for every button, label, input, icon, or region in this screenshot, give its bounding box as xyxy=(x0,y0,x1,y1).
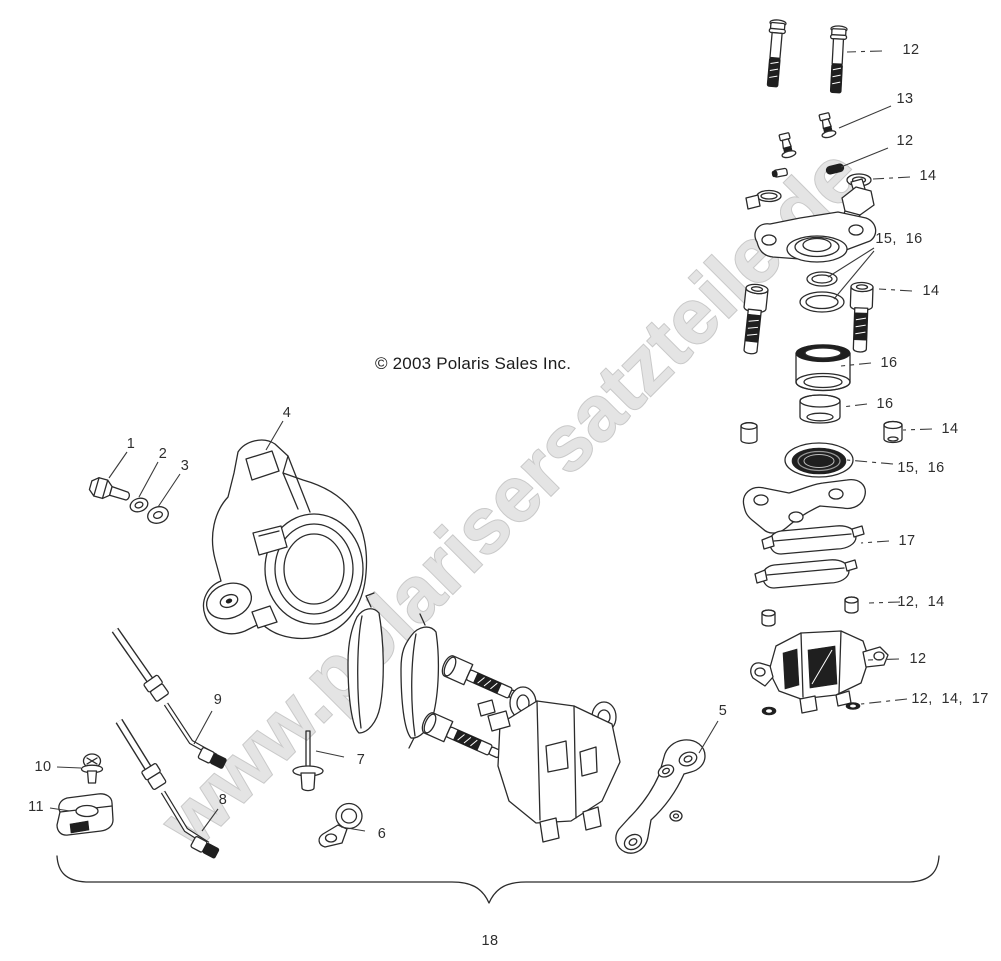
part-brake-line-9 xyxy=(111,627,227,769)
line-art-layer xyxy=(56,18,940,904)
part-clip-11 xyxy=(56,793,114,836)
part-caliper-half-12 xyxy=(750,630,889,714)
part-orings-15-16 xyxy=(799,271,845,313)
callout-leader-3 xyxy=(157,473,181,508)
part-small-seals-12-14-17 xyxy=(761,702,861,716)
callout-leader-2 xyxy=(138,461,159,498)
callout-leader-12 xyxy=(846,50,883,53)
part-cap-14 xyxy=(883,420,903,444)
group-brace-18 xyxy=(56,855,940,904)
part-piston-16 xyxy=(795,344,851,392)
callout-leader-17 xyxy=(860,540,890,544)
callout-leader-16 xyxy=(841,403,868,408)
callout-leader-12 xyxy=(867,658,900,661)
callout-leader-16 xyxy=(840,362,872,367)
callout-leader-9 xyxy=(193,710,213,745)
callout-leader-8 xyxy=(201,808,219,832)
part-brake-line-8 xyxy=(115,718,220,859)
part-caps-12-14 xyxy=(761,596,859,627)
part-pin-plug-12 xyxy=(825,163,845,175)
part-bracket-5 xyxy=(615,739,706,854)
part-bolt-1 xyxy=(88,477,130,501)
callout-leader-13 xyxy=(838,105,892,129)
part-caliper-mount-4 xyxy=(202,439,368,640)
copyright-text: © 2003 Polaris Sales Inc. xyxy=(375,354,572,373)
callout-leader-12-14 xyxy=(868,601,901,604)
callout-leader-12-14-17 xyxy=(860,698,908,705)
part-socket-bolts-14 xyxy=(738,281,874,356)
part-carrier-bracket xyxy=(742,479,866,534)
callout-leader-14 xyxy=(878,288,913,292)
callout-leader-15-16 xyxy=(827,247,875,278)
part-center-brake-pads xyxy=(347,592,440,749)
part-caliper-cover-assembly xyxy=(745,178,877,263)
part-pin-7 xyxy=(292,730,324,792)
callout-leader-15-16 xyxy=(833,250,875,300)
part-bushing-16 xyxy=(799,394,841,424)
callout-leader-11 xyxy=(49,807,71,812)
part-washer-2 xyxy=(129,497,149,513)
part-washer-3 xyxy=(147,506,169,524)
callout-leader-1 xyxy=(108,451,128,479)
part-clamp-6 xyxy=(318,802,363,848)
callout-leader-6 xyxy=(340,826,366,832)
callout-leader-layer xyxy=(49,50,933,832)
callout-leader-4 xyxy=(265,420,284,451)
part-seal-15-16 xyxy=(784,442,854,478)
part-bleeder-screws-13 xyxy=(771,111,838,178)
part-cap-left xyxy=(740,422,758,444)
callout-leader-5 xyxy=(698,720,719,754)
part-center-caliper-assembly xyxy=(477,686,621,843)
callout-leader-15-16 xyxy=(846,459,894,465)
part-screw-10 xyxy=(80,753,104,784)
callout-leader-7 xyxy=(315,750,345,758)
callout-leader-10 xyxy=(56,766,82,769)
part-oring-small xyxy=(756,189,782,203)
callout-leader-14 xyxy=(872,176,911,180)
part-brake-pads-17 xyxy=(754,525,865,589)
callout-leader-12 xyxy=(840,147,889,168)
part-mount-bolts-12 xyxy=(763,18,848,94)
callout-leader-14 xyxy=(902,428,933,431)
